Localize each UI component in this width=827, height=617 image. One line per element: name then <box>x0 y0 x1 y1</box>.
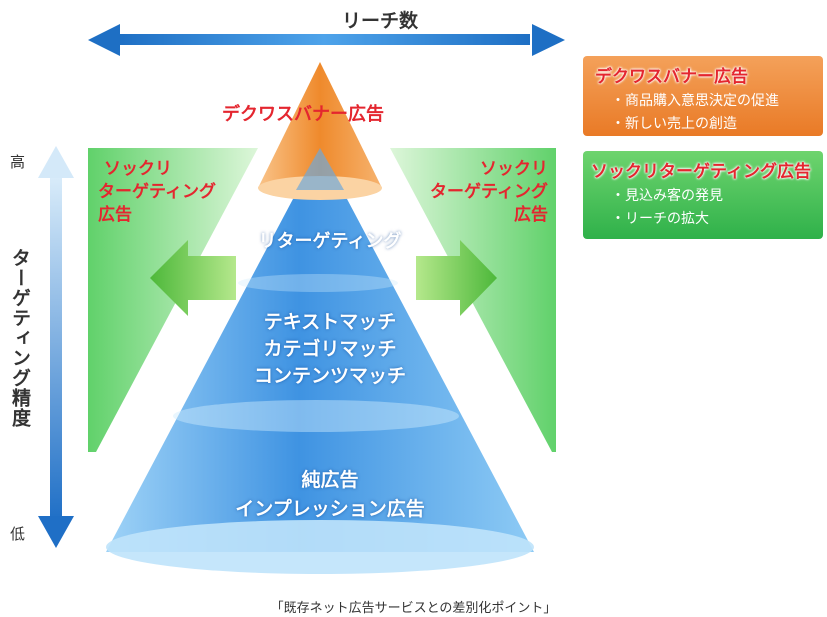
right-side-line-2: ターゲティング <box>430 182 548 202</box>
left-side-line-1: ソックリ <box>104 159 172 179</box>
cone-content-text: コンテンツマッチ <box>253 365 406 387</box>
cone-match-labels: テキストマッチ カテゴリマッチ コンテンツマッチ <box>180 309 480 390</box>
dekwas-legend-item: ・新しい売上の創造 <box>611 116 737 132</box>
right-side-label: ソックリ ターゲティング 広告 <box>398 158 548 227</box>
sokkuri-legend-box: ソックリターゲティング広告 ・見込み客の発見 ・リーチの拡大 <box>583 151 823 239</box>
right-green-arrow <box>416 240 497 316</box>
orange-top-cone <box>258 62 382 200</box>
cone-pure-ad-text: 純広告 <box>301 469 359 491</box>
left-side-line-3: 広告 <box>98 205 132 225</box>
cone-category-text: カテゴリマッチ <box>263 338 397 360</box>
right-side-line-1: ソックリ <box>480 159 548 179</box>
sokkuri-legend-title: ソックリターゲティング広告 <box>591 162 811 182</box>
left-side-label: ソックリ ターゲティング 広告 <box>98 158 216 227</box>
targeting-arrow <box>38 146 74 548</box>
cone-top-label: デクワスバナー広告 <box>222 104 384 125</box>
cone-retargeting-label: リターゲティング <box>258 231 402 252</box>
right-side-line-3: 広告 <box>514 205 548 225</box>
reach-label: リーチ数 <box>341 10 418 32</box>
left-green-arrow <box>150 240 236 316</box>
targeting-accuracy-label: ターゲティング精度 <box>9 248 31 428</box>
reach-arrow <box>88 24 565 56</box>
dekwas-legend-item: ・商品購入意思決定の促進 <box>611 93 779 109</box>
cone-match-text: テキストマッチ <box>263 311 397 333</box>
blue-cone <box>106 148 534 574</box>
sokkuri-legend-item: ・リーチの拡大 <box>611 211 709 227</box>
cone-base-labels: 純広告 インプレッション広告 <box>180 466 480 524</box>
high-label: 高 <box>10 153 26 171</box>
low-label: 低 <box>10 525 26 543</box>
dekwas-legend-box: デクワスバナー広告 ・商品購入意思決定の促進 ・新しい売上の創造 <box>583 56 823 136</box>
diagram-caption: 「既存ネット広告サービスとの差別化ポイント」 <box>270 601 557 616</box>
left-side-line-2: ターゲティング <box>98 182 216 202</box>
sokkuri-legend-item: ・見込み客の発見 <box>611 188 723 204</box>
dekwas-legend-title: デクワスバナー広告 <box>595 67 748 87</box>
cone-impression-text: インプレッション広告 <box>235 498 425 520</box>
